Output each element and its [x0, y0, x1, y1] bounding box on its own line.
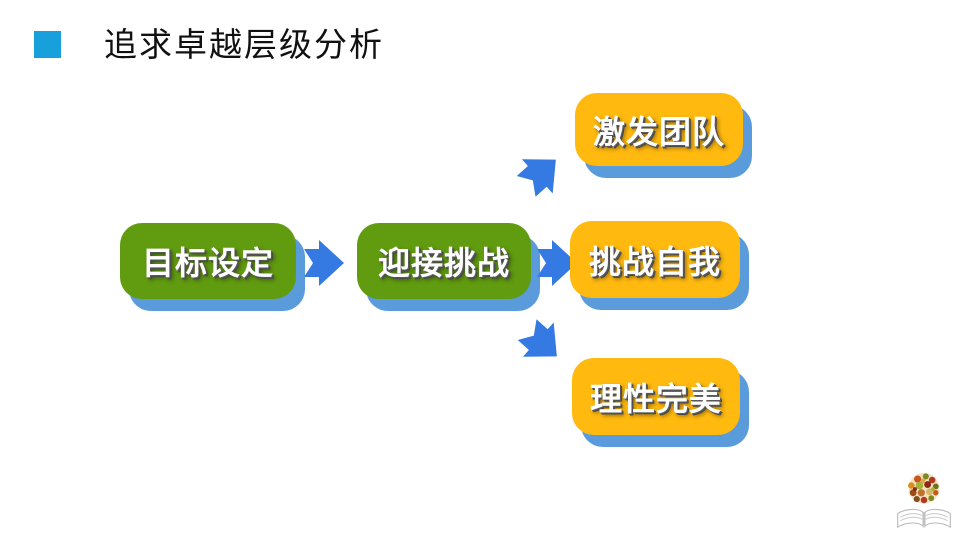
arrow-right-icon	[304, 240, 344, 286]
node-label: 迎接挑战	[377, 245, 510, 281]
title-bullet-square	[34, 31, 61, 58]
arrow-right-icon	[537, 240, 577, 286]
node-goal-setting: 目标设定	[120, 223, 296, 299]
node-label: 激发团队	[592, 113, 725, 150]
page-title: 追求卓越层级分析	[104, 26, 384, 63]
node-meet-challenge: 迎接挑战	[357, 223, 531, 299]
node-label: 目标设定	[141, 245, 274, 281]
node-label: 理性完美	[589, 380, 722, 417]
arrow-up-right-icon	[511, 143, 572, 204]
node-inspire-team: 激发团队	[575, 93, 743, 166]
node-label: 挑战自我	[588, 243, 721, 280]
arrow-down-right-icon	[512, 313, 573, 374]
open-book-flower-logo-icon	[895, 468, 953, 532]
node-challenge-self: 挑战自我	[570, 221, 740, 298]
node-rational-perfection: 理性完美	[572, 358, 740, 435]
